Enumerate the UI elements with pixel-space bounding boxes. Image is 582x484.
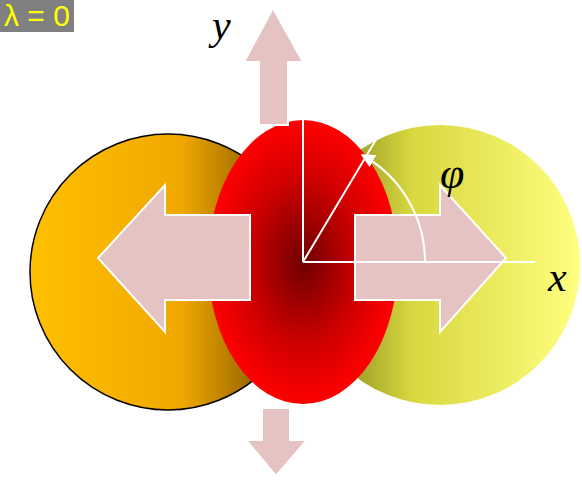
flow-arrows (98, 8, 506, 476)
angle-label: φ (440, 152, 464, 196)
axis-label: x (548, 256, 567, 298)
parameter-box: λ = 0 (0, 0, 74, 32)
axis-label: y (212, 4, 231, 46)
axes (303, 22, 535, 262)
parameter-text: λ = 0 (4, 1, 70, 31)
